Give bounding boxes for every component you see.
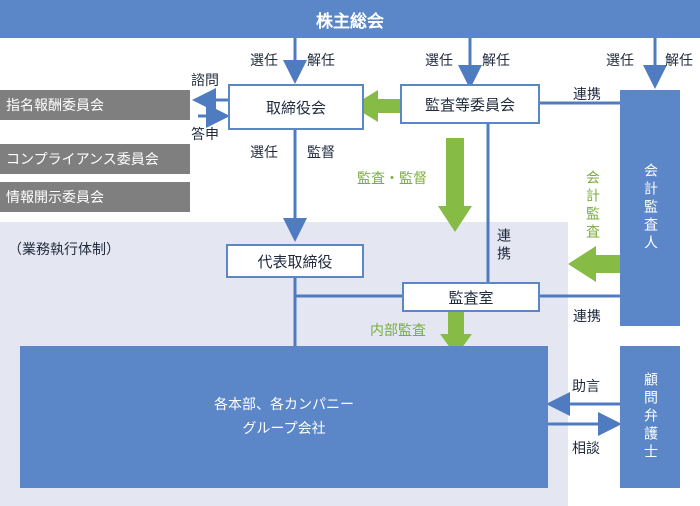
- committee-nomination-remuneration: 指名報酬委員会: [0, 90, 190, 120]
- label-accounting-audit: 会計監査: [584, 170, 600, 242]
- execution-system-label: （業務執行体制）: [8, 242, 120, 258]
- label-appoint-2: 選任: [425, 53, 453, 69]
- shareholders-meeting-box: 株主総会: [0, 0, 700, 38]
- label-advice: 助言: [572, 379, 600, 395]
- label-dismiss-1: 解任: [307, 53, 335, 69]
- business-units-line2: グループ会社: [242, 421, 326, 437]
- audit-office-box: 監査室: [402, 282, 540, 312]
- committee-information-disclosure: 情報開示委員会: [0, 182, 190, 212]
- committee-compliance: コンプライアンス委員会: [0, 144, 190, 174]
- label-appoint-1: 選任: [250, 53, 278, 69]
- label-cooperation-bottom: 連携: [573, 309, 601, 325]
- audit-committee-box: 監査等委員会: [400, 84, 540, 124]
- business-units-line1: 各本部、各カンパニー: [214, 397, 354, 413]
- label-cooperation-vertical: 連携: [495, 228, 511, 264]
- label-cooperation-top: 連携: [573, 87, 601, 103]
- business-units-box: 各本部、各カンパニー グループ会社: [20, 346, 548, 488]
- label-supervise: 監督: [307, 145, 335, 161]
- label-dismiss-3: 解任: [665, 53, 693, 69]
- board-of-directors-box: 取締役会: [228, 84, 364, 130]
- label-appoint-3: 選任: [606, 53, 634, 69]
- label-report: 答申: [191, 127, 219, 143]
- label-consult: 諮問: [191, 73, 219, 89]
- label-consultation: 相談: [572, 441, 600, 457]
- accounting-auditor-box: 会計監査人: [620, 90, 680, 326]
- label-audit-supervise: 監査・監督: [357, 171, 427, 187]
- label-appoint-board: 選任: [250, 145, 278, 161]
- legal-advisor-box: 顧問弁護士: [620, 346, 680, 488]
- label-internal-audit: 内部監査: [370, 323, 426, 339]
- label-dismiss-2: 解任: [482, 53, 510, 69]
- representative-director-box: 代表取締役: [226, 244, 364, 278]
